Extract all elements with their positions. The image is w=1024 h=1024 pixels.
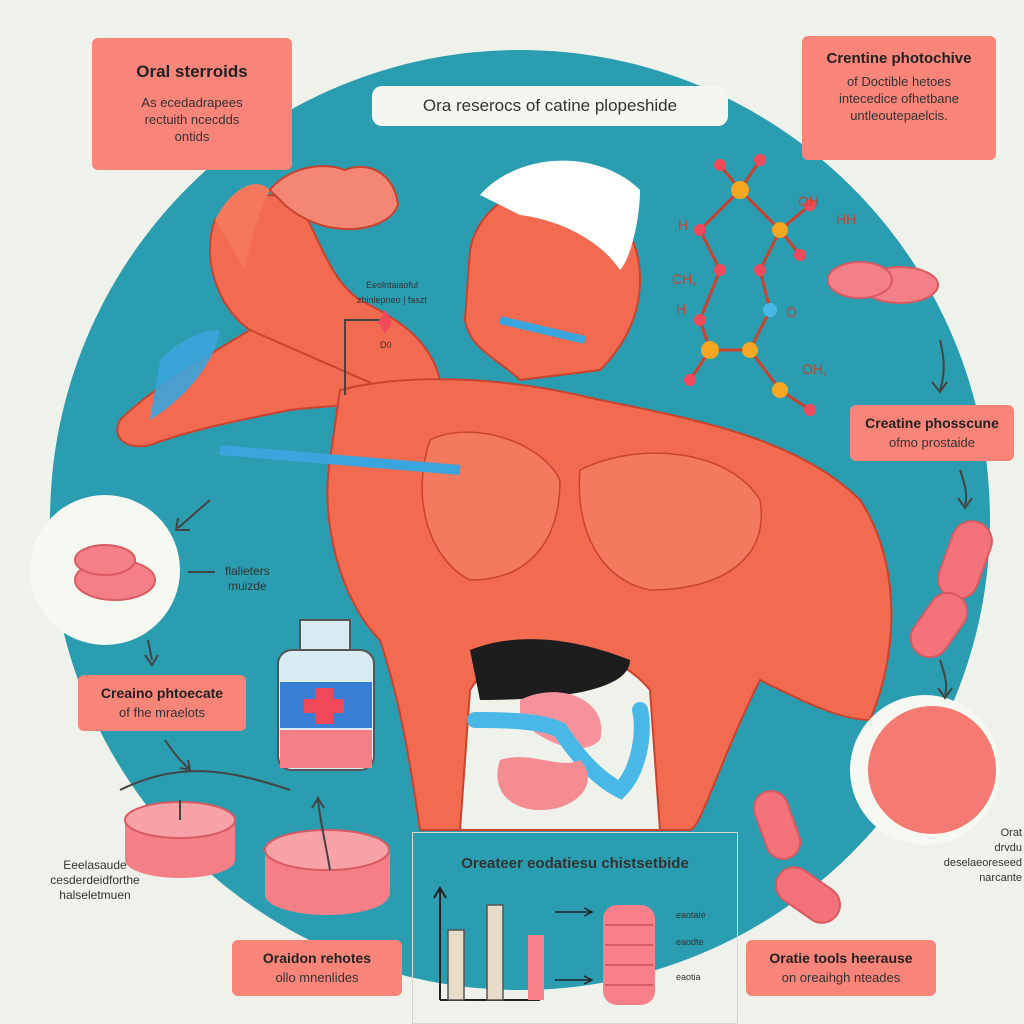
molecule-label: CH,	[672, 271, 697, 287]
box-heading: Creaino phtoecate	[100, 685, 224, 701]
face-callout-label: Eeolntaiaoful zhinlepneo | faszt	[357, 280, 427, 305]
torso	[219, 378, 893, 831]
chart-callout-3: eaotia	[676, 972, 701, 982]
tablet-label: flalieters muizde	[225, 564, 270, 593]
box-creatine-photochive: Crentine photochive of Doctible hetoes i…	[802, 36, 996, 160]
mini-bar-chart	[433, 886, 655, 1005]
box-body: ofmo prostaide	[889, 435, 975, 450]
head	[463, 160, 642, 382]
box-creaino-phtoecate: Creaino phtoecate of fhe mraelots	[78, 675, 246, 731]
box-body: of Doctible hetoes intecedice ofhetbane …	[839, 74, 959, 123]
molecule-label: OH	[798, 193, 819, 209]
diagram-title: Ora reserocs of catine plopeshide	[372, 86, 728, 126]
face-callout-small-label: D0	[380, 340, 392, 350]
box-creatine-phosscune: Creatine phosscune ofmo prostaide	[850, 405, 1014, 461]
molecule-label: OH,	[802, 361, 827, 377]
chart-panel-title: Oreateer eodatiesu chistsetbide	[461, 855, 689, 872]
box-heading: Oral sterroids	[136, 62, 248, 81]
box-heading: Crentine photochive	[826, 50, 972, 67]
medicine-bottle	[277, 619, 375, 771]
molecule-structure	[684, 154, 816, 416]
box-heading: Oratie tools heerause	[769, 950, 913, 966]
molecule-label: HH	[836, 211, 857, 227]
face-callout	[378, 310, 392, 334]
box-oral-steroids: Oral sterroids As ecedadrapees rectuith …	[92, 38, 292, 170]
box-body: ollo mnenlides	[275, 970, 359, 985]
box-body: on oreaihgh nteades	[781, 970, 901, 985]
flow-arrows	[119, 319, 973, 871]
molecule-label: O	[786, 304, 797, 320]
bottom-left-note: Eeelasaude cesderdeidforthe halseletmuen	[50, 858, 140, 902]
chart-callout-2: eaodte	[676, 937, 704, 947]
box-heading: Creatine phosscune	[865, 415, 999, 431]
box-body: of fhe mraelots	[119, 705, 205, 720]
right-bottom-note: Orat drvdu deselaeoreseed narcante	[943, 827, 1022, 884]
box-heading: Oraidon rehotes	[262, 950, 372, 966]
molecule-label: H	[676, 301, 687, 317]
chart-panel: Oreateer eodatiesu chistsetbide	[412, 832, 738, 1024]
molecule-label: H	[678, 217, 689, 233]
box-oratie-tools: Oratie tools heerause on oreaihgh nteade…	[746, 940, 936, 996]
flexed-arm	[116, 165, 442, 448]
tablet-circle-left	[30, 495, 180, 645]
tablet-stack-right	[827, 261, 939, 304]
capsules-right	[752, 520, 993, 924]
muscle-tissue-circle	[850, 695, 1000, 845]
box-body: As ecedadrapees rectuith ncecdds ontids	[141, 95, 243, 144]
box-oraidon-rehotes: Oraidon rehotes ollo mnenlides	[232, 940, 402, 996]
chart-callout-1: eaotale	[676, 910, 706, 920]
